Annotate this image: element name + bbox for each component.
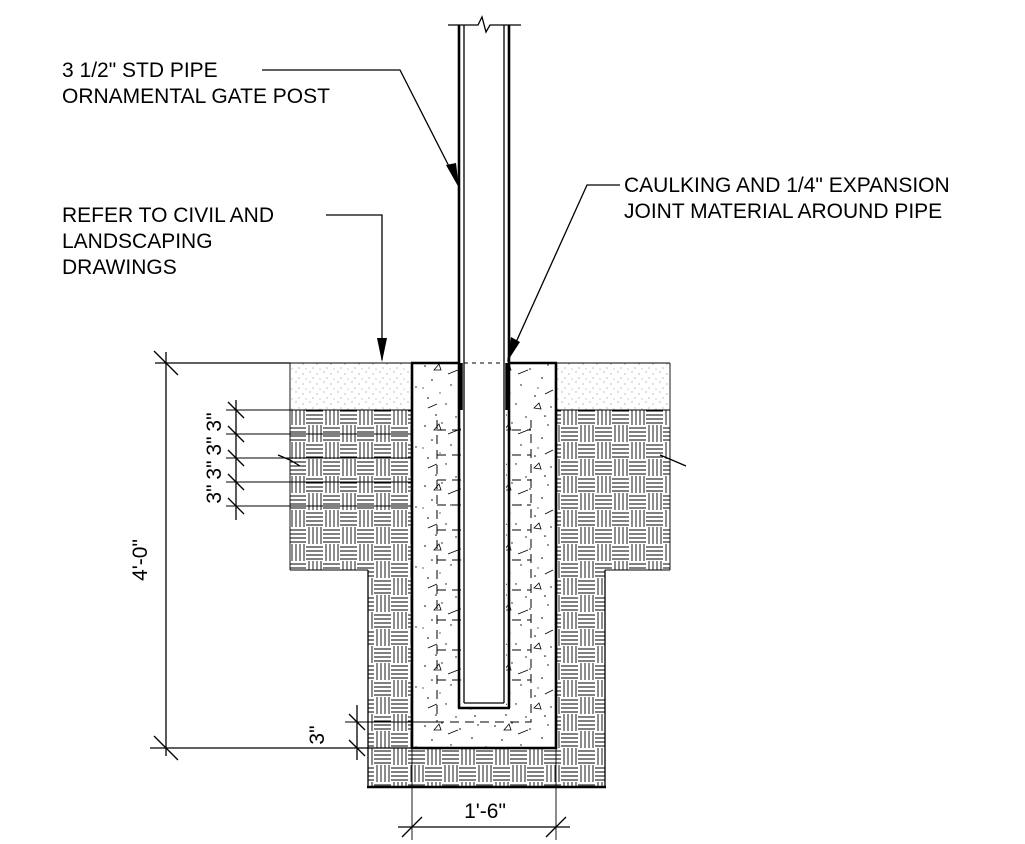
spacing-tick-4 [227, 473, 245, 491]
leader-pipe [262, 69, 460, 187]
depth-tick-bottom [153, 735, 179, 761]
leader-civil-arrow [377, 338, 387, 362]
civil-note-line-2: LANDSCAPING [62, 230, 213, 253]
leader-caulking [507, 184, 620, 361]
pipe-break-line [448, 15, 521, 34]
spacing-label-d: 3" [203, 484, 226, 503]
leader-caulking-arrow [507, 337, 520, 362]
caulking-note: CAULKING AND 1/4" EXPANSION JOINT MATERI… [624, 173, 950, 225]
spacing-tick-5 [227, 497, 245, 515]
civil-note: REFER TO CIVIL AND LANDSCAPING DRAWINGS [62, 203, 274, 281]
footing-outline [410, 363, 558, 750]
spacing-tick-2 [227, 425, 245, 443]
spacing-label-c: 3" [203, 460, 226, 479]
depth-tick-top [153, 350, 179, 376]
caulking-note-line-1: CAULKING AND 1/4" EXPANSION [624, 174, 950, 197]
spacing-tick-3 [227, 449, 245, 467]
civil-note-line-3: DRAWINGS [62, 256, 177, 279]
pipe-note: 3 1/2" STD PIPE ORNAMENTAL GATE POST [62, 58, 330, 110]
spacing-tick-1 [227, 401, 245, 419]
width-dimension-label: 1'-6" [464, 800, 506, 823]
cover-tick-top [348, 713, 366, 731]
width-tick-right [545, 816, 567, 838]
pipe-interior [462, 25, 506, 708]
cover-tick-bottom [348, 739, 366, 757]
spacing-label-b: 3" [203, 436, 226, 455]
cover-dimension-label: 3" [306, 725, 329, 744]
caulking-note-line-2: JOINT MATERIAL AROUND PIPE [624, 200, 943, 223]
spacing-label-a: 3" [203, 412, 226, 431]
pipe-note-line-1: 3 1/2" STD PIPE [62, 59, 218, 82]
leader-pipe-arrow [446, 163, 459, 188]
depth-dimension-label: 4'-0" [129, 539, 152, 581]
soil-break-right [659, 454, 687, 467]
leader-civil [326, 214, 383, 360]
pipe-note-line-2: ORNAMENTAL GATE POST [62, 85, 330, 108]
rebar-cage [436, 420, 532, 723]
civil-note-line-1: REFER TO CIVIL AND [62, 204, 274, 227]
soil-break-left [277, 454, 301, 467]
width-tick-left [401, 816, 423, 838]
